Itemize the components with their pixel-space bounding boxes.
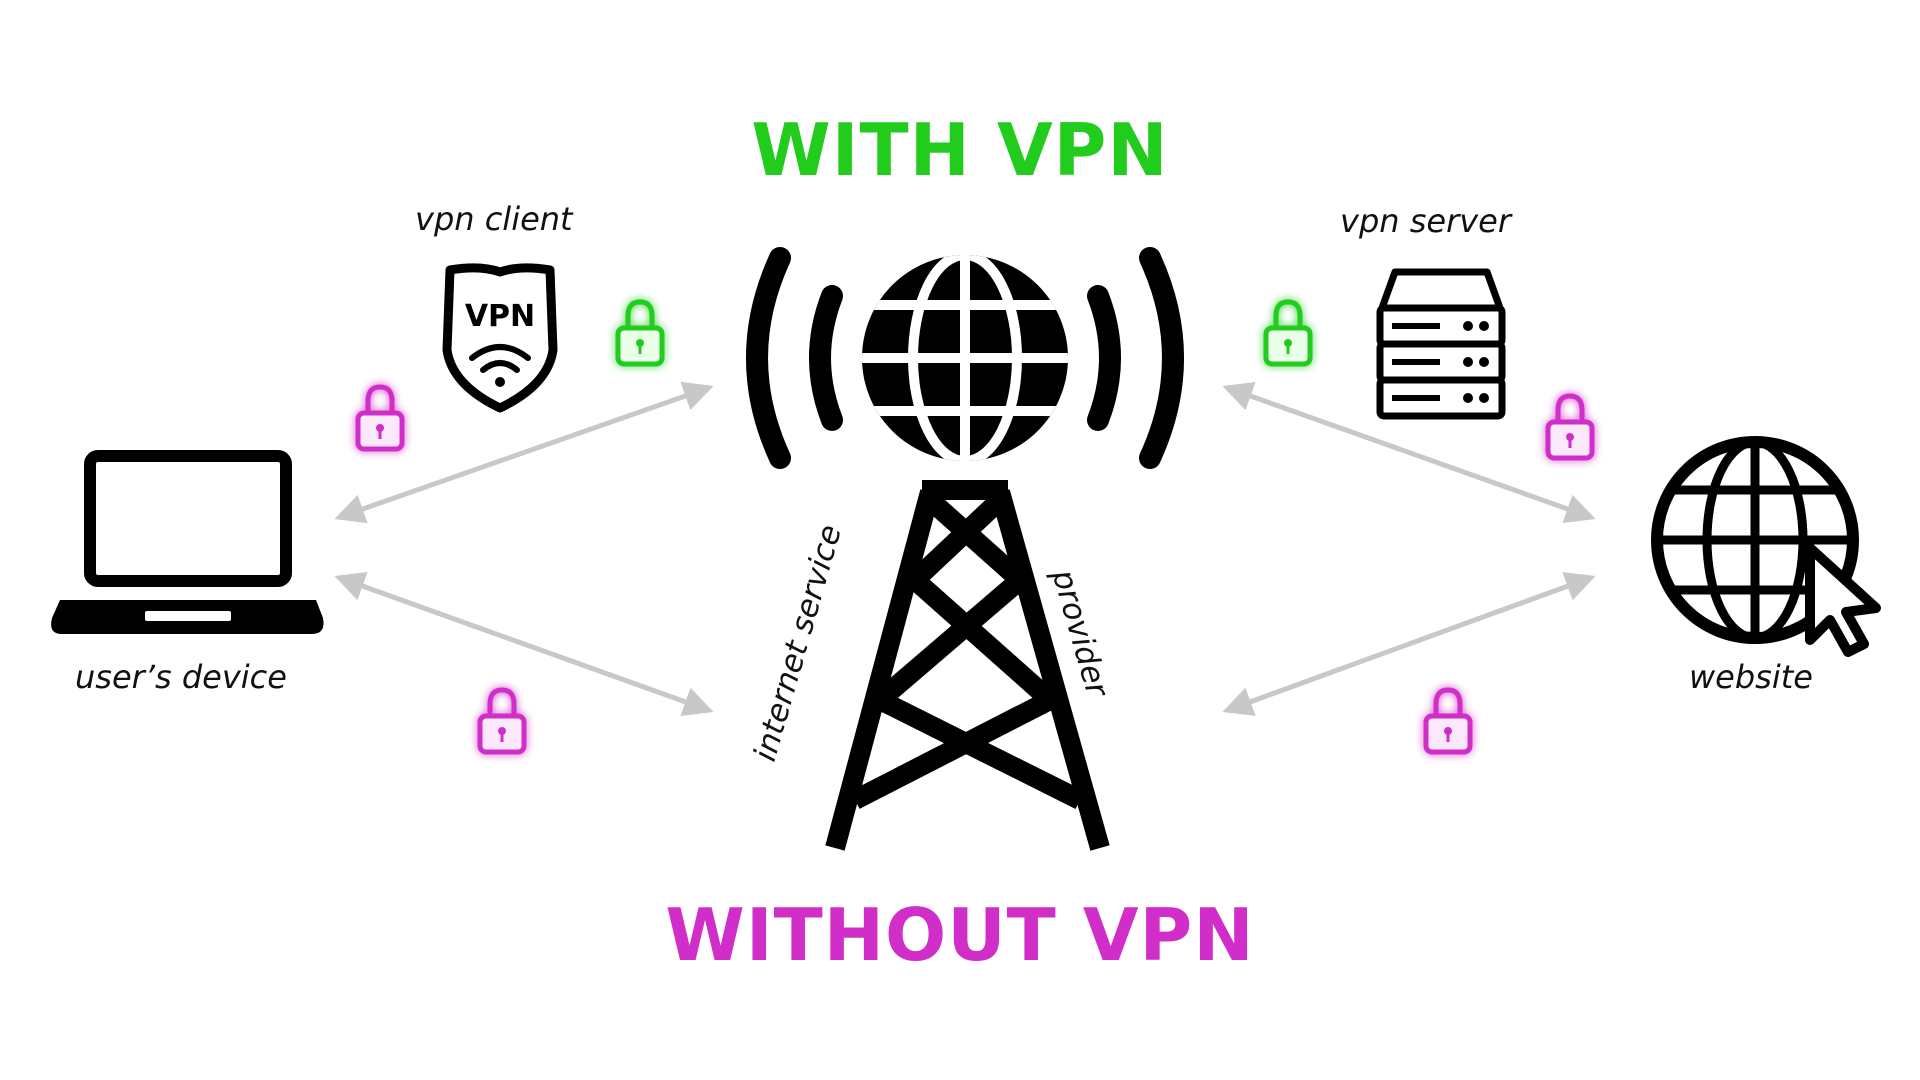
- vpn-server-label: vpn server: [1340, 202, 1511, 240]
- vpn-badge-text: VPN: [465, 299, 535, 334]
- arrow-device-isp-with-vpn: [334, 381, 714, 524]
- vpn-client-label: vpn client: [415, 200, 573, 238]
- vpn-shield-icon: VPN: [442, 263, 558, 413]
- padlock-icon: [615, 299, 665, 367]
- website-globe-cursor-icon: [1651, 436, 1881, 657]
- globe-signal-icon: [746, 247, 1184, 469]
- padlock-icon: [355, 384, 405, 452]
- padlock-icon: [1263, 299, 1313, 367]
- arrow-device-isp-without-vpn: [334, 571, 714, 717]
- with-vpn-heading: WITH VPN: [751, 108, 1169, 192]
- connection-arrows: [334, 381, 1596, 717]
- padlock-icon: [1545, 393, 1595, 461]
- without-vpn-heading: WITHOUT VPN: [665, 893, 1255, 977]
- arrow-isp-website-without-vpn: [1222, 572, 1596, 716]
- laptop-icon: [51, 450, 324, 634]
- radio-tower-icon: [825, 480, 1110, 851]
- padlock-icon: [1423, 687, 1473, 755]
- arrow-isp-website-with-vpn: [1222, 381, 1596, 524]
- website-label: website: [1689, 658, 1813, 696]
- padlock-icon: [477, 687, 527, 755]
- server-icon: [1376, 268, 1506, 420]
- user-device-label: user’s device: [75, 658, 287, 696]
